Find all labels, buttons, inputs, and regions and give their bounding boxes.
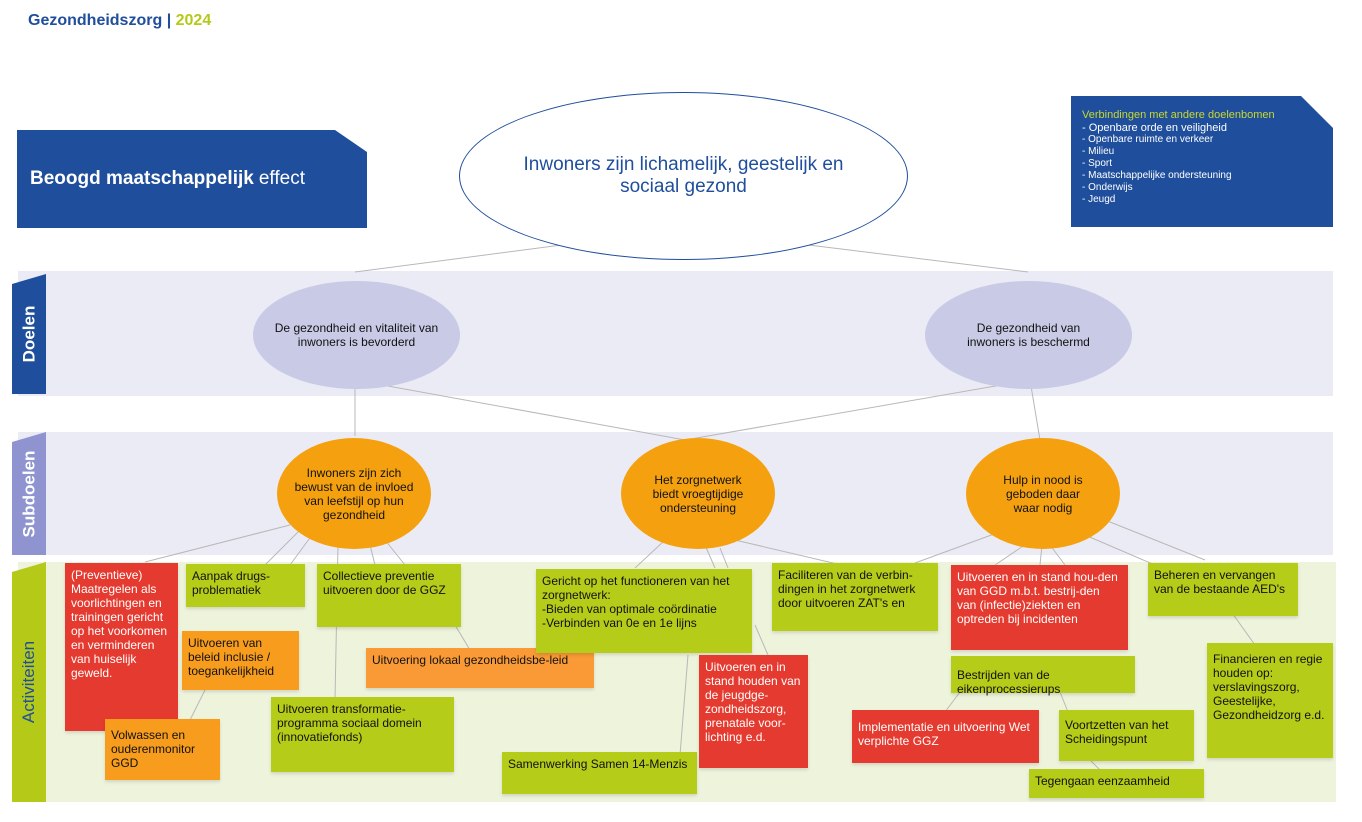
page-title-separator: | <box>166 12 172 29</box>
activity-text: Uitvoeren van beleid inclusie / toeganke… <box>188 636 275 678</box>
connector-line <box>734 539 851 568</box>
activity-text: Gericht op het functioneren van het zorg… <box>542 574 730 630</box>
activity-note-separation-point: Voortzetten van het Scheidingspunt <box>1059 710 1194 761</box>
main-goal-text: Inwoners zijn lichamelijk, geestelijk en… <box>523 154 844 197</box>
activity-note-collaboration: Samenwerking Samen 14-Menzis <box>502 752 697 794</box>
connection-item: Sport <box>1082 158 1333 170</box>
connector-line <box>704 544 716 569</box>
connector-line <box>679 654 689 756</box>
connector-line <box>1059 691 1069 713</box>
connector-line <box>189 689 206 721</box>
connector-line <box>1029 379 1041 441</box>
effect-banner: Beoogd maatschappelijk effect <box>17 130 367 228</box>
connector-line <box>754 624 769 656</box>
connector-line <box>369 544 376 566</box>
connector-line <box>684 379 1031 441</box>
activity-text: Voortzetten van het Scheidingspunt <box>1065 718 1169 746</box>
connection-item: Openbare ruimte en verkeer <box>1082 134 1333 146</box>
goal-text: De gezondheid van inwoners is beschermd <box>967 321 1090 349</box>
side-label-subgoals-text: Subdoelen <box>19 450 38 537</box>
page-title-year: 2024 <box>175 12 212 29</box>
connector-line <box>914 529 1006 564</box>
page-title: Gezondheidszorg | 2024 <box>28 12 211 30</box>
connector-line <box>1089 759 1101 771</box>
activity-note-preventive: (Preventieve) Maatregelen als voorlichti… <box>65 563 178 731</box>
connector-line <box>1104 519 1206 561</box>
activity-text: Uitvoering lokaal gezondheidsbe-leid <box>372 653 569 667</box>
side-label-activities: Activiteiten <box>12 562 46 802</box>
subgoal-text: Hulp in nood is geboden daar waar nodig <box>1003 472 1083 515</box>
goal-ellipse-vitality: De gezondheid en vitaliteit van inwoners… <box>253 281 460 389</box>
effect-banner-rest: effect <box>258 168 305 189</box>
connector-line <box>454 624 471 651</box>
connection-item: Jeugd <box>1082 194 1333 206</box>
connector-line <box>634 539 666 569</box>
connection-item: Maatschappelijke ondersteuning <box>1082 170 1333 182</box>
activity-text: Uitvoeren en in stand houden van de jeug… <box>705 660 801 744</box>
activity-text: Beheren en vervangen van de bestaande AE… <box>1154 568 1286 596</box>
activity-text: Bestrijden van de eikenprocessierups <box>957 668 1061 696</box>
connections-box: Verbindingen met andere doelenbomen Open… <box>1071 96 1333 227</box>
connection-item: Openbare orde en veiligheid <box>1082 122 1333 134</box>
activity-note-drugs: Aanpak drugs-problematiek <box>186 564 305 607</box>
subgoal-ellipse-lifestyle: Inwoners zijn zich bewust van de invloed… <box>277 438 431 549</box>
activity-note-inclusion: Uitvoeren van beleid inclusie / toeganke… <box>182 631 299 690</box>
activity-note-youth-health: Uitvoeren en in stand houden van de jeug… <box>699 655 808 768</box>
activity-note-aed: Beheren en vervangen van de bestaande AE… <box>1148 563 1298 616</box>
goal-text: De gezondheid en vitaliteit van inwoners… <box>274 321 439 349</box>
connector-line <box>384 539 406 566</box>
connector-line <box>719 547 729 569</box>
side-label-activities-text: Activiteiten <box>19 640 39 724</box>
connector-line <box>289 534 313 566</box>
activity-note-wvggz: Implementatie en uitvoering Wet verplich… <box>852 710 1039 763</box>
activity-text: Collectieve preventie uitvoeren door de … <box>323 569 446 597</box>
activity-text: Samenwerking Samen 14-Menzis <box>508 757 688 771</box>
activity-note-transformation: Uitvoeren transformatie-programma sociaa… <box>271 697 454 772</box>
connector-line <box>1084 534 1156 566</box>
connector-line <box>354 379 686 441</box>
connections-title: Verbindingen met andere doelenbomen <box>1082 109 1275 121</box>
activity-text: Aanpak drugs-problematiek <box>192 569 271 597</box>
activity-note-oak-caterpillar: Bestrijden van de eikenprocessierups <box>951 656 1135 696</box>
subgoal-text: Inwoners zijn zich bewust van de invloed… <box>294 465 414 522</box>
subgoal-text: Het zorgnetwerk biedt vroegtijdige onder… <box>652 472 744 515</box>
goal-ellipse-protected: De gezondheid van inwoners is beschermd <box>925 281 1132 389</box>
side-label-goals-text: Doelen <box>19 305 38 363</box>
connector-line <box>144 524 291 563</box>
activity-text: Uitvoeren transformatie-programma sociaa… <box>277 702 422 744</box>
page-title-text: Gezondheidszorg <box>28 12 163 29</box>
subgoal-ellipse-emergency: Hulp in nood is geboden daar waar nodig <box>966 438 1120 549</box>
activity-text: Tegengaan eenzaamheid <box>1035 774 1170 788</box>
activity-note-local-policy: Uitvoering lokaal gezondheidsbe-leid <box>366 648 594 688</box>
connections-list: Openbare orde en veiligheid Openbare rui… <box>1082 122 1333 206</box>
subgoal-ellipse-care-network: Het zorgnetwerk biedt vroegtijdige onder… <box>621 438 775 549</box>
activity-text: Financieren en regie houden op: verslavi… <box>1213 652 1325 722</box>
side-label-goals: Doelen <box>12 274 46 394</box>
connector-line <box>767 239 1029 273</box>
activity-note-zat: Faciliteren van de verbin-dingen in het … <box>772 563 938 631</box>
connection-item: Onderwijs <box>1082 182 1333 194</box>
main-goal-ellipse: Inwoners zijn lichamelijk, geestelijk en… <box>459 92 908 260</box>
activity-note-ggz-prevention: Collectieve preventie uitvoeren door de … <box>317 564 461 627</box>
activity-note-loneliness: Tegengaan eenzaamheid <box>1029 769 1204 798</box>
activity-note-ggd-incidents: Uitvoeren en in stand hou-den van GGD m.… <box>951 565 1128 650</box>
activity-note-financing: Financieren en regie houden op: verslavi… <box>1207 643 1333 758</box>
connection-item: Milieu <box>1082 146 1333 158</box>
connector-line <box>944 691 961 713</box>
effect-banner-bold: Beoogd maatschappelijk <box>30 168 254 189</box>
connector-line <box>264 529 301 566</box>
side-label-subgoals: Subdoelen <box>12 432 46 555</box>
activity-text: (Preventieve) Maatregelen als voorlichti… <box>71 568 168 680</box>
activity-note-monitor: Volwassen en ouderenmonitor GGD <box>105 719 220 780</box>
activity-text: Implementatie en uitvoering Wet verplich… <box>858 720 1030 748</box>
activity-text: Uitvoeren en in stand hou-den van GGD m.… <box>957 570 1118 626</box>
activity-text: Volwassen en ouderenmonitor GGD <box>111 728 196 770</box>
activity-note-care-network: Gericht op het functioneren van het zorg… <box>536 569 752 653</box>
activity-text: Faciliteren van de verbin-dingen in het … <box>778 568 916 610</box>
